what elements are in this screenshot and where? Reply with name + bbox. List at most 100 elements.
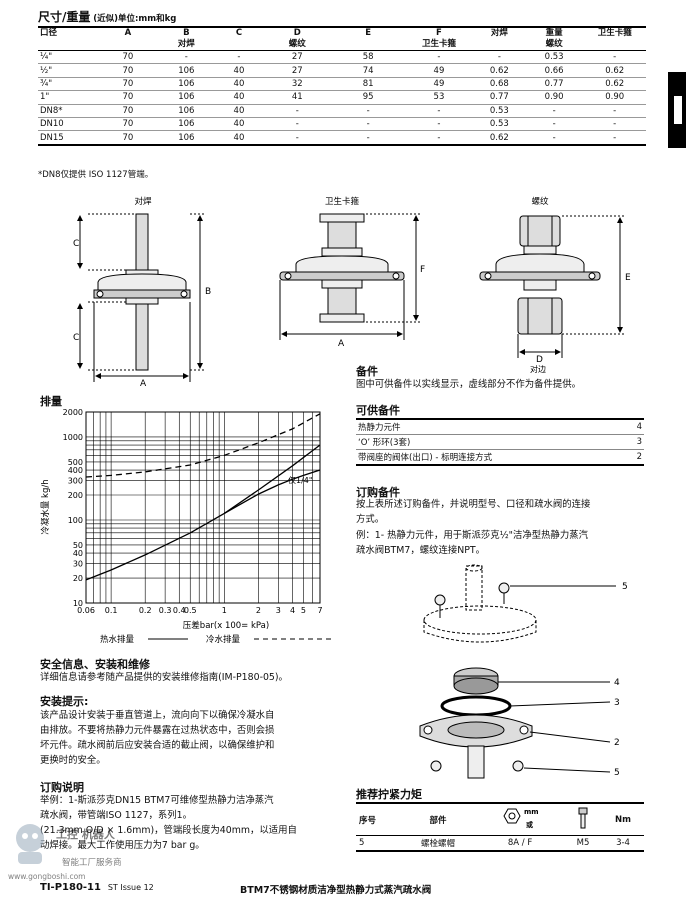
drawing-thread-dim-e: E xyxy=(625,273,631,283)
table-header-cell: 口径 xyxy=(38,27,99,51)
table-cell: 106 xyxy=(178,132,195,143)
exploded-view: 5 4 3 2 5 xyxy=(419,564,628,779)
header-sub-label: 卫生卡箍 xyxy=(421,39,456,49)
drawing-weld: 对焊 C C B A xyxy=(73,196,211,389)
header-main-label: D xyxy=(293,28,301,38)
table-header-cell: 对焊 xyxy=(474,27,525,51)
table-cell: 95 xyxy=(362,92,374,103)
dimensions-subtitle: (近似)单位:mm和kg xyxy=(93,14,177,24)
torque-col-bolt xyxy=(564,803,602,836)
table-cell: 70 xyxy=(122,65,134,76)
spare-row: ‘O’ 形环(3套)3 xyxy=(356,434,644,450)
flow-heading: 排量 xyxy=(40,395,62,408)
ordering-line-4: 动焊接。最大工作使用压力为7 bar g。 xyxy=(40,840,205,851)
spares-text: 图中可供备件以实线显示，虚线部分不作为备件提供。 xyxy=(356,379,582,390)
ordering-line-1: 举例：1-斯派莎克DN15 BTM7可维修型热静力洁净蒸汽 xyxy=(40,795,274,806)
table-cell: - xyxy=(497,52,501,63)
legend-cold-label: 冷水排量 xyxy=(206,634,241,645)
series-line xyxy=(223,469,321,514)
table-cell: 70 xyxy=(122,132,134,143)
torque-cell: M5 xyxy=(576,838,590,848)
table-cell: 40 xyxy=(233,65,245,76)
x-tick-label: 3 xyxy=(276,606,281,615)
header-main-label: F xyxy=(436,28,442,38)
footer-issue: ST Issue 12 xyxy=(107,883,154,892)
header-sub-label: 对焊 xyxy=(177,39,195,49)
table-header-cell: 卫生卡箍 xyxy=(583,27,646,51)
table-cell: - xyxy=(366,105,370,116)
drawing-clamp: 卫生卡箍 F A xyxy=(279,196,425,349)
y-tick-label: 40 xyxy=(73,549,83,558)
table-cell: 0.68 xyxy=(489,78,509,89)
y-tick-label: 500 xyxy=(68,458,83,467)
order-spares-text-1: 按上表所述订购备件，并说明型号、口径和疏水阀的连接 xyxy=(356,499,591,510)
header-main-label: A xyxy=(124,28,132,38)
table-cell: 0.53 xyxy=(489,119,509,130)
valve-body-icon xyxy=(419,714,533,779)
torque-mm-label: mm xyxy=(524,808,539,816)
y-tick-label: 1000 xyxy=(63,433,83,442)
section-tab xyxy=(668,72,686,148)
bolt-icon xyxy=(430,760,442,772)
safety-text: 详细信息请参考随产品提供的安装维修指南(IM-P180-05)。 xyxy=(40,672,288,683)
torque-cell: 螺栓螺帽 xyxy=(421,839,456,849)
table-cell: 106 xyxy=(178,65,195,76)
table-cell: 0.53 xyxy=(544,52,564,63)
torque-col-nm: Nm xyxy=(615,814,632,825)
footer-doc-code: TI-P180-11 xyxy=(40,882,101,893)
table-cell: 0.90 xyxy=(605,92,625,103)
table-cell: 106 xyxy=(178,105,195,116)
y-tick-label: 50 xyxy=(73,541,83,550)
table-cell: - xyxy=(613,132,617,143)
exploded-label-3: 3 xyxy=(614,698,620,708)
y-tick-label: 100 xyxy=(68,516,83,525)
ordering-heading: 订购说明 xyxy=(40,781,84,794)
table-cell: - xyxy=(613,119,617,130)
table-cell: 40 xyxy=(233,132,245,143)
order-spares-heading: 订购备件 xyxy=(356,486,400,499)
table-cell: 40 xyxy=(233,92,245,103)
drawing-thread-across-flats: 对边 xyxy=(530,364,546,374)
table-cell: 81 xyxy=(362,78,374,89)
table-cell: 106 xyxy=(178,92,195,103)
hex-nut-icon: mm 或 xyxy=(503,808,539,829)
table-cell: - xyxy=(295,132,299,143)
chart-x-label: 压差bar(x 100= kPa) xyxy=(183,620,269,631)
ordering-line-2: 疏水阀，带管端ISO 1127，系列1。 xyxy=(40,810,193,821)
table-cell: 70 xyxy=(122,119,134,130)
order-spares-example-2: 疏水阀BTM7，螺纹连接NPT。 xyxy=(356,545,485,556)
table-cell: - xyxy=(366,132,370,143)
table-cell: DN8* xyxy=(40,105,63,116)
table-cell: 70 xyxy=(122,78,134,89)
table-cell: ½" xyxy=(40,65,53,76)
exploded-label-5-top: 5 xyxy=(622,582,628,592)
table-cell: 0.62 xyxy=(605,78,625,89)
torque-col-no: 序号 xyxy=(359,815,377,826)
table-cell: 0.66 xyxy=(544,65,564,76)
header-sub-label: 对焊 xyxy=(490,28,508,38)
exploded-label-2: 2 xyxy=(614,738,620,748)
y-tick-label: 300 xyxy=(68,476,83,485)
table-cell: 74 xyxy=(362,65,374,76)
torque-col-part: 部件 xyxy=(429,815,447,826)
chart-frame xyxy=(85,411,321,604)
table-cell: - xyxy=(552,119,556,130)
legend-hot-label: 热水排量 xyxy=(100,634,135,645)
torque-row: 5 螺栓螺帽 8A / F M5 3-4 xyxy=(356,836,644,851)
table-cell: 70 xyxy=(122,52,134,63)
drawing-clamp-title: 卫生卡箍 xyxy=(325,196,360,207)
table-cell: - xyxy=(552,132,556,143)
drawing-thread: 螺纹 E D 对边 xyxy=(479,196,631,374)
spare-no: 4 xyxy=(625,418,644,435)
o-ring-icon xyxy=(440,695,512,717)
y-tick-label: 200 xyxy=(68,491,83,500)
thermostatic-element-icon xyxy=(453,667,499,695)
